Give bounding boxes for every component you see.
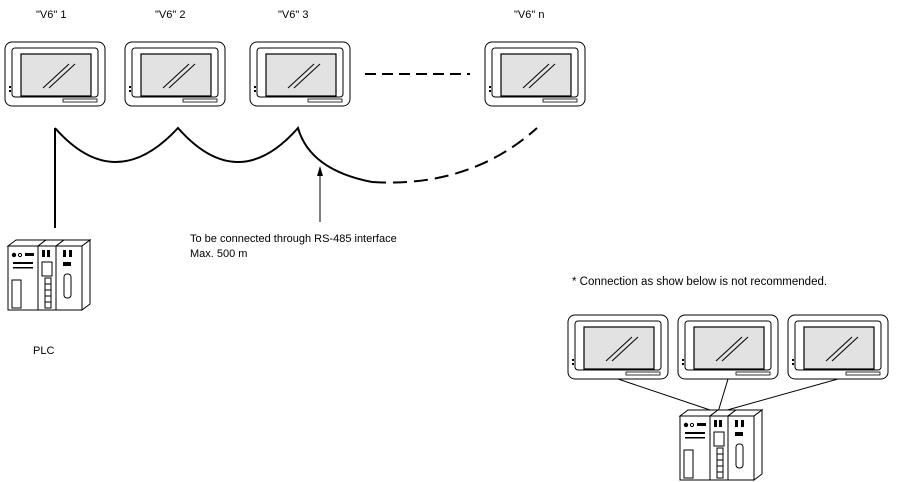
annotation-line-2: Max. 500 m (190, 248, 248, 260)
terminal-n-label: "V6" n (514, 9, 545, 21)
star-line-3 (719, 378, 839, 413)
plc-unit (7, 239, 91, 311)
bad-plc-unit (679, 409, 763, 481)
bad-terminal-3 (787, 314, 889, 380)
plc-label: PLC (33, 345, 55, 357)
not-recommended-note: * Connection as show below is not recomm… (572, 276, 828, 288)
star-line-1 (617, 378, 717, 413)
terminal-3 (249, 41, 351, 107)
bad-terminal-1 (567, 314, 669, 380)
arrow-head-icon (317, 166, 323, 176)
terminal-2 (124, 41, 226, 107)
terminal-1-label: "V6" 1 (36, 9, 67, 21)
terminal-2-label: "V6" 2 (155, 9, 186, 21)
star-line-2 (717, 378, 729, 413)
annotation-line-1: To be connected through RS-485 interface (190, 233, 397, 245)
rs485-cable-dashed (371, 127, 538, 184)
bad-terminal-2 (677, 314, 779, 380)
terminal-1 (4, 41, 106, 107)
terminal-3-label: "V6" 3 (278, 9, 309, 21)
rs485-cable (54, 125, 373, 183)
terminal-n (484, 41, 586, 107)
